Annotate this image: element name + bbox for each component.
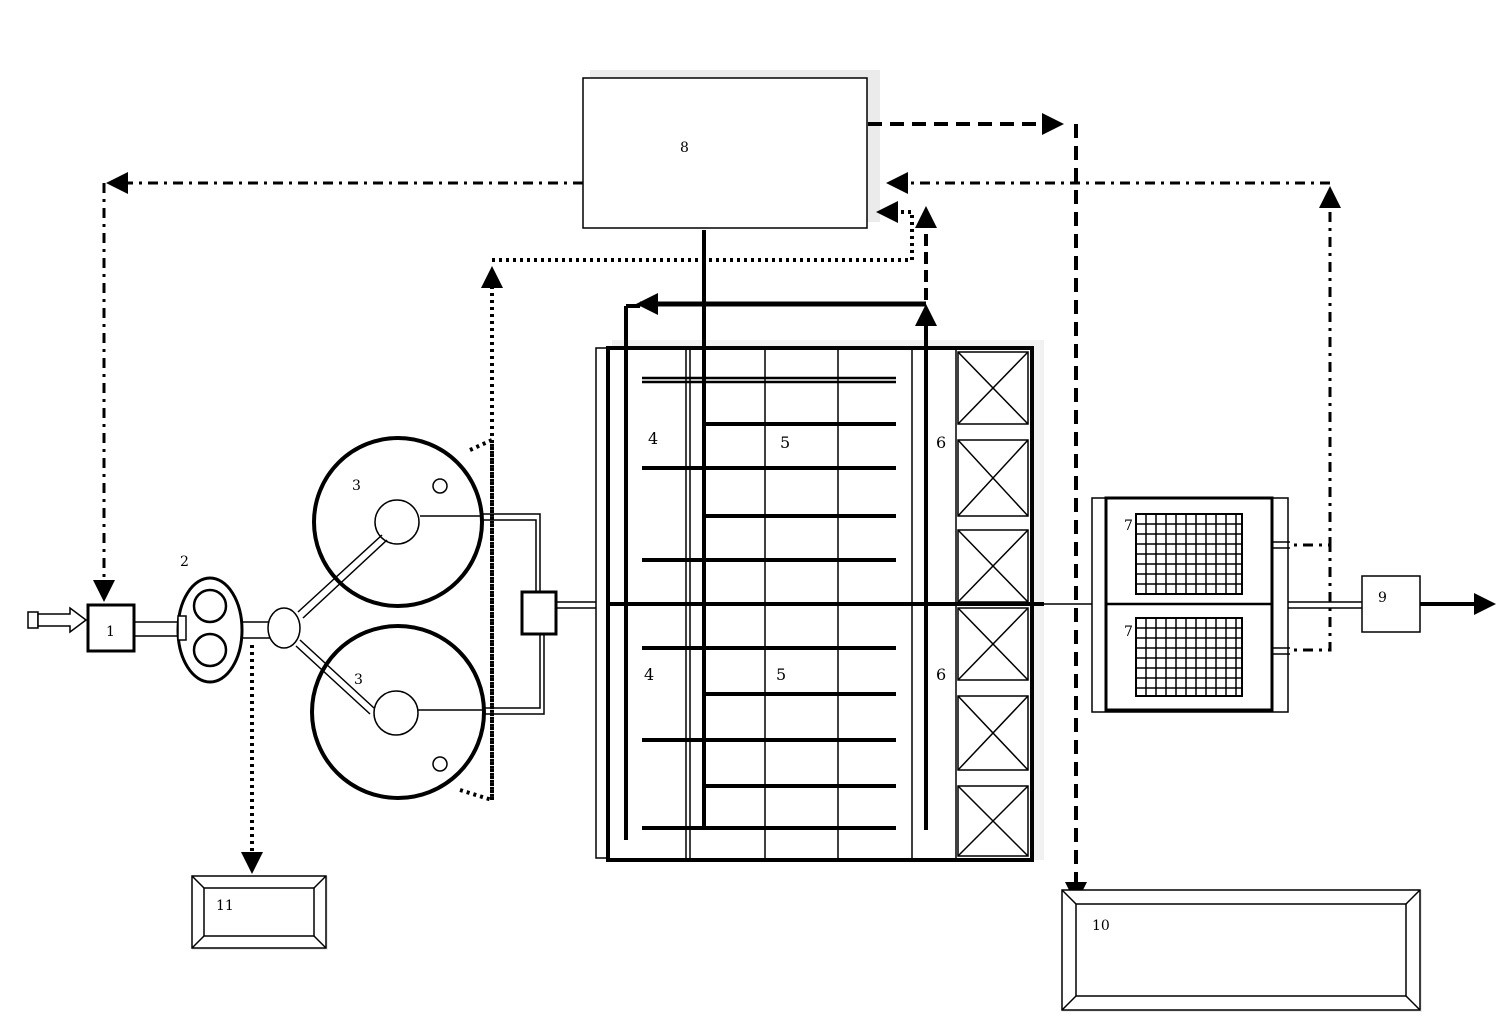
label-11: 11 bbox=[216, 898, 234, 914]
label-5-top: 5 bbox=[780, 433, 790, 452]
membrane-grid-top bbox=[1135, 513, 1243, 595]
label-3-bottom: 3 bbox=[354, 672, 363, 688]
dashdot-line-8-to-1 bbox=[93, 172, 583, 602]
pipe-7-to-9 bbox=[1288, 601, 1362, 609]
splitter bbox=[267, 607, 301, 649]
pipe-junction-to-basin bbox=[556, 601, 598, 609]
zone-6-filters bbox=[957, 351, 1029, 857]
label-7-bottom: 7 bbox=[1124, 624, 1133, 640]
membrane-grid-bottom bbox=[1135, 617, 1243, 697]
label-5-bottom: 5 bbox=[776, 665, 786, 684]
unit-7-membranes: 7 7 bbox=[1091, 496, 1290, 713]
label-6-top: 6 bbox=[936, 433, 946, 452]
main-basin: 4 4 5 5 6 6 bbox=[595, 230, 1092, 862]
unit-2-separator: 2 bbox=[176, 554, 244, 684]
label-2: 2 bbox=[180, 554, 189, 570]
dashdot-line-7-to-8 bbox=[886, 172, 1341, 652]
box-8-controller: 8 bbox=[582, 70, 880, 229]
label-8: 8 bbox=[680, 140, 689, 156]
label-4-top: 4 bbox=[648, 429, 658, 448]
label-9: 9 bbox=[1378, 590, 1387, 606]
dashed-line-8-to-10 bbox=[868, 113, 1087, 904]
clarifier-outlet-pipes bbox=[480, 513, 545, 715]
label-3-top: 3 bbox=[352, 478, 361, 494]
pipe-2-to-splitter bbox=[242, 621, 272, 639]
clarifier-3-bottom: 3 bbox=[295, 624, 486, 800]
label-1: 1 bbox=[106, 624, 115, 640]
clarifier-3-top: 3 bbox=[297, 436, 484, 619]
pipe-1-to-2 bbox=[134, 621, 180, 637]
box-9: 9 bbox=[1361, 575, 1421, 633]
label-10: 10 bbox=[1092, 918, 1110, 934]
junction-box bbox=[520, 590, 558, 636]
box-11: 11 bbox=[191, 875, 328, 950]
label-6-bottom: 6 bbox=[936, 665, 946, 684]
box-1: 1 bbox=[86, 603, 136, 653]
label-4-bottom: 4 bbox=[644, 665, 654, 684]
inlet-arrow bbox=[27, 606, 88, 634]
box-10: 10 bbox=[1061, 889, 1422, 1012]
label-7-top: 7 bbox=[1124, 518, 1133, 534]
